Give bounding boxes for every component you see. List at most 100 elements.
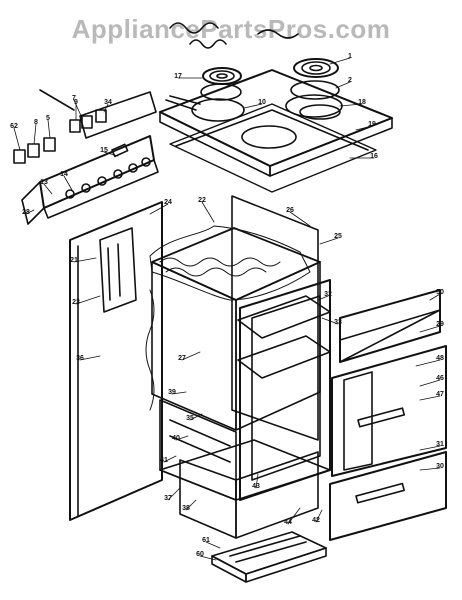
callout-number: 7 (72, 95, 76, 102)
part-callout: 10 (243, 99, 266, 109)
callout-number: 9 (74, 99, 78, 106)
callout-leader-line (335, 81, 351, 89)
part-callout: 39 (168, 389, 187, 396)
callout-leader-line (47, 119, 51, 139)
callout-leader-line (199, 555, 217, 561)
callout-number: 18 (358, 99, 366, 106)
callout-number: 44 (284, 519, 292, 526)
callout-number: 17 (174, 73, 182, 80)
part-callout: 24 (149, 199, 172, 215)
callout-number: 46 (436, 375, 444, 382)
callout-number: 10 (258, 99, 266, 106)
callout-leader-line (243, 103, 263, 109)
part-callout: 47 (419, 391, 444, 401)
callout-leader-line (355, 125, 373, 131)
callout-number: 8 (34, 119, 38, 126)
callout-leader-line (415, 359, 441, 367)
callout-number: 13 (40, 179, 48, 186)
callout-leader-line (25, 209, 35, 215)
part-callout: 2 (335, 77, 352, 89)
callout-leader-line (163, 455, 177, 463)
part-callout: 13 (40, 179, 53, 195)
burner-opening-rear-left (241, 125, 297, 149)
callout-number: 30 (436, 463, 444, 470)
callout-leader-line (171, 391, 187, 395)
part-callout: 42 (312, 509, 323, 524)
callout-leader-line (13, 127, 21, 151)
callout-leader-line (329, 57, 351, 65)
part-callout: 48 (415, 355, 444, 367)
callout-leader-line (149, 203, 169, 215)
callout-number: 22 (198, 197, 206, 204)
part-callout: 31 (419, 441, 444, 451)
callout-leader-line (419, 325, 441, 333)
callout-leader-line (201, 201, 215, 223)
oven-insulation (149, 225, 311, 301)
part-callout: 17 (174, 73, 203, 80)
callout-number: 40 (172, 435, 180, 442)
callout-leader-line (181, 351, 201, 361)
part-callout: 32 (317, 291, 332, 301)
callout-number: 2 (348, 77, 352, 84)
part-callout: 38 (182, 499, 197, 512)
callout-leader-line (73, 257, 97, 263)
part-callout: 30 (419, 463, 444, 471)
part-callout: 36 (76, 355, 101, 362)
callout-leader-line (75, 295, 101, 305)
part-callout: 5 (46, 115, 51, 139)
part-callout: 27 (178, 351, 201, 362)
callout-number: 50 (436, 289, 444, 296)
callout-number: 34 (104, 99, 112, 106)
callout-leader-line (73, 99, 83, 119)
callout-number: 62 (10, 123, 18, 130)
callout-leader-line (63, 175, 73, 191)
cooktop-panel (159, 69, 393, 177)
callout-leader-line (317, 295, 329, 301)
callout-leader-line (167, 487, 181, 501)
part-callout: 41 (160, 455, 177, 464)
drawer-front (329, 451, 447, 541)
part-callout: 25 (319, 233, 342, 245)
callout-number: 15 (100, 147, 108, 154)
part-callout: 50 (429, 289, 444, 301)
part-callout: 60 (196, 551, 217, 561)
part-callout: 22 (198, 197, 215, 223)
callout-number: 14 (60, 171, 68, 178)
callout-leader-line (419, 379, 441, 387)
part-callout: 46 (419, 375, 444, 387)
callout-leader-line (289, 211, 311, 227)
callout-number: 42 (312, 517, 320, 524)
callout-leader-line (419, 395, 441, 401)
watermark: AppliancePartsPros.com (71, 14, 391, 44)
callout-number: 37 (164, 495, 172, 502)
part-callout: 1 (329, 53, 352, 65)
callout-leader-line (185, 499, 197, 511)
part-callout: 44 (284, 507, 301, 526)
callout-number: 31 (436, 441, 444, 448)
callout-leader-line (255, 473, 259, 489)
callout-leader-line (287, 507, 301, 525)
callout-number: 25 (334, 233, 342, 240)
surface-elements (165, 22, 340, 111)
part-callout: 28 (22, 209, 35, 216)
callout-number: 35 (186, 415, 194, 422)
cooktop-trim (169, 103, 377, 193)
callout-number: 38 (182, 505, 190, 512)
part-callout: 35 (186, 413, 203, 422)
callout-number: 16 (370, 153, 378, 160)
callout-number: 1 (348, 53, 352, 60)
callout-leader-line (339, 103, 363, 107)
callout-number: 29 (436, 321, 444, 328)
burner-opening-front-left (191, 98, 245, 122)
callout-leader-line (175, 435, 189, 441)
callout-leader-line (321, 317, 339, 325)
callout-leader-line (103, 151, 119, 157)
range-cabinet (69, 195, 331, 521)
callout-number: 33 (334, 319, 342, 326)
callout-number: 26 (286, 207, 294, 214)
callout-leader-line (79, 355, 101, 361)
part-callout: 33 (321, 317, 342, 326)
callout-number: 21 (70, 257, 78, 264)
